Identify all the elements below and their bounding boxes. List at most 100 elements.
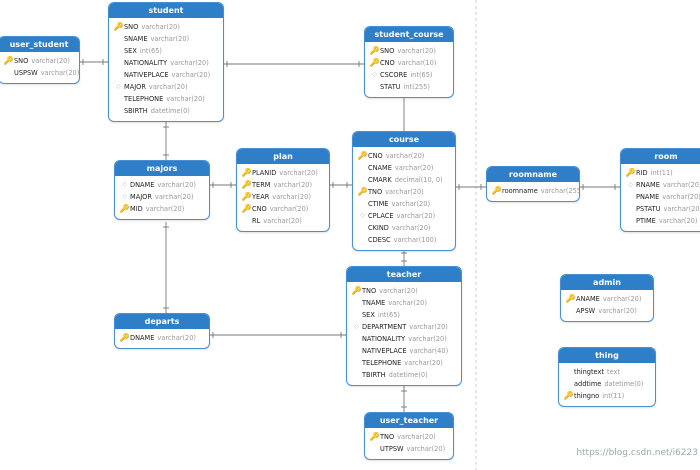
field-type: int(11) — [650, 169, 673, 177]
field-type: varchar(20) — [662, 193, 700, 201]
field-type: varchar(20) — [170, 59, 209, 67]
primary-key-icon: 🔑 — [241, 180, 252, 189]
field-name: thingno — [574, 392, 600, 400]
field-name: APSW — [576, 307, 596, 315]
field-type: varchar(20) — [273, 181, 313, 189]
field-name: TNO — [368, 188, 383, 196]
field-type: int(65) — [139, 47, 163, 55]
field-type: decimal(10, 0) — [394, 176, 443, 184]
field-name: CPLACE — [368, 212, 394, 220]
field-name: SEX — [124, 47, 137, 55]
field-name: thingtext — [574, 368, 604, 376]
field-name: NATIONALITY — [362, 335, 406, 343]
field-type: varchar(20) — [598, 307, 637, 315]
field-type: varchar(20) — [394, 164, 434, 172]
field-name: roomname — [502, 187, 538, 195]
field-name: RID — [636, 169, 648, 177]
table-title: plan — [237, 149, 329, 164]
field-type: varchar(20) — [408, 335, 447, 343]
field-name: CTIME — [368, 200, 389, 208]
field-name: YEAR — [252, 193, 270, 201]
index-icon: ◇ — [372, 71, 377, 78]
field-name: NATIVEPLACE — [362, 347, 407, 355]
field-type: varchar(100) — [393, 236, 437, 244]
field-type: varchar(20) — [154, 193, 194, 201]
table-title: user_teacher — [365, 413, 453, 428]
field-type: varchar(20) — [148, 83, 188, 91]
field-name: PTIME — [636, 217, 656, 225]
primary-key-icon: 🔑 — [565, 294, 576, 303]
field-type: varchar(20) — [391, 224, 431, 232]
index-icon: ◇ — [122, 193, 127, 200]
field-name: TNAME — [362, 299, 386, 307]
primary-key-icon: 🔑 — [119, 333, 130, 342]
field-name: SNO — [380, 47, 395, 55]
